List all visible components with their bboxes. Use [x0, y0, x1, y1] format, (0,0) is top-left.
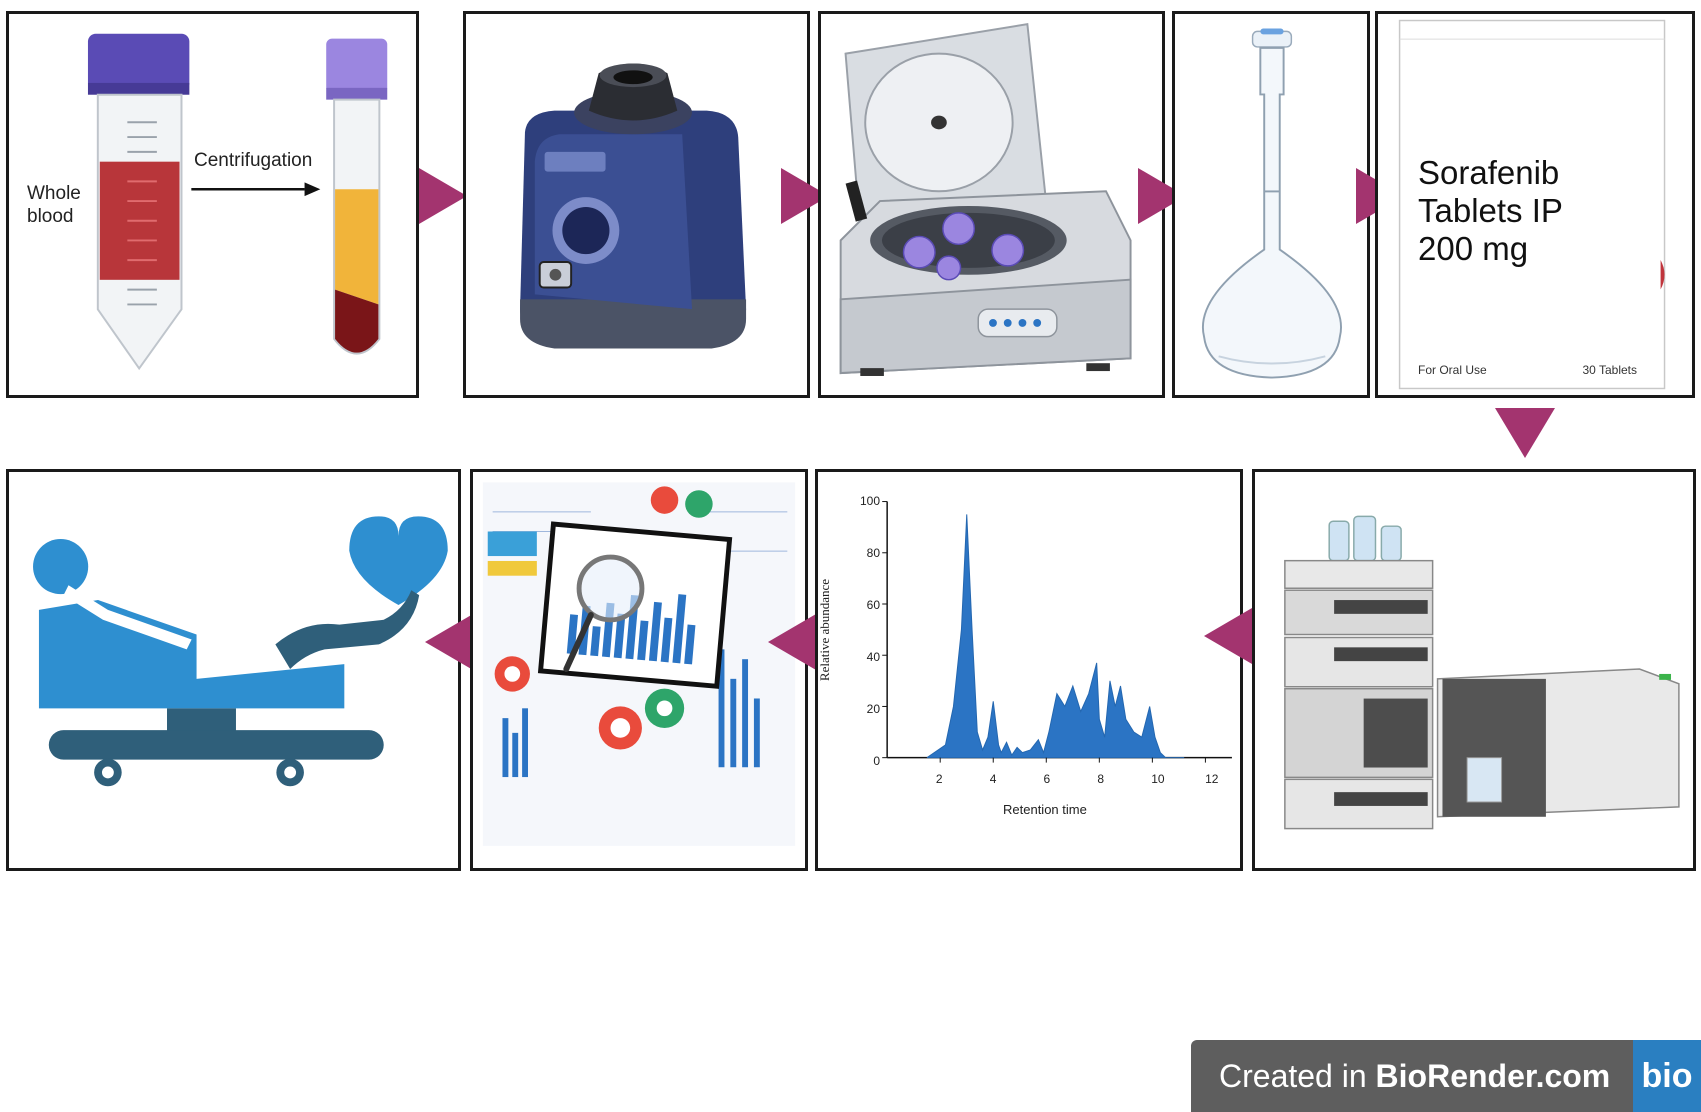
biorender-credit: Created in BioRender.com [1219, 1058, 1610, 1095]
centrifuge-icon [839, 23, 1132, 376]
panel-blood-centrifugation: Whole blood Centrifugation [6, 11, 419, 398]
y-tick-label: 0 [873, 754, 880, 768]
panel-patient-care [6, 469, 461, 871]
flow-arrow-5 [1495, 408, 1555, 458]
drug-title-line-1: Sorafenib [1418, 154, 1560, 191]
biorender-badge: Created in BioRender.com bio [1191, 1040, 1701, 1112]
flow-arrow-7 [768, 614, 816, 670]
box-foot-right: 30 Tablets [1582, 363, 1638, 377]
panel-lcms-instrument [1252, 469, 1696, 871]
flow-arrow-1 [419, 168, 467, 224]
x-axis-label: Retention time [1003, 802, 1087, 817]
tablet-box-icon [1398, 19, 1666, 390]
drug-title-line-2: Tablets IP [1418, 192, 1563, 229]
panel-chromatogram: Relative abundance Retention time 0 20 40 6… [815, 469, 1243, 871]
panel-volumetric-flask [1172, 11, 1370, 398]
drug-title-line-3: 200 mg [1418, 230, 1529, 267]
panel-vortex-mixer [463, 11, 810, 398]
x-tick-label: 4 [989, 772, 997, 786]
panel-data-analysis [470, 469, 808, 871]
x-tick-label: 10 [1151, 772, 1165, 786]
y-axis-label: Relative abundance [817, 578, 833, 682]
x-tick-label: 6 [1043, 772, 1051, 786]
whole-blood-label: Whole blood [27, 183, 81, 227]
y-tick-label: 40 [866, 650, 880, 664]
flow-arrow-6 [1204, 608, 1252, 664]
heart-icon [349, 516, 448, 605]
data-analysis-icon [482, 482, 796, 846]
x-tick-label: 12 [1205, 772, 1219, 786]
lcms-instrument-icon [1284, 515, 1680, 830]
patient-bed-icon [33, 516, 448, 787]
panel-centrifuge [818, 11, 1165, 398]
y-tick-label: 20 [866, 702, 880, 716]
biorender-logo-icon: bio [1633, 1040, 1701, 1112]
box-foot-left: For Oral Use [1418, 363, 1487, 377]
x-tick-label: 2 [935, 772, 943, 786]
credit-prefix: Created in [1219, 1058, 1376, 1094]
whole-blood-tube-icon [87, 33, 190, 371]
volumetric-flask-icon [1202, 28, 1342, 379]
centrifugation-label: Centrifugation [194, 150, 313, 171]
flow-arrow-8 [425, 614, 473, 670]
vortex-mixer-icon [520, 63, 747, 349]
plasma-tube-icon [326, 38, 388, 355]
peak-area [926, 514, 1185, 759]
x-tick-label: 8 [1097, 772, 1105, 786]
y-tick-label: 80 [866, 546, 880, 560]
chromatogram-chart [882, 501, 1232, 763]
blood-tubes-illustration [87, 33, 388, 371]
y-tick-label: 60 [866, 598, 880, 612]
credit-brand: BioRender.com [1375, 1058, 1611, 1094]
magnifier-icon [576, 554, 645, 623]
panel-sorafenib-box: Sorafenib Tablets IP 200 mg For Oral Use… [1375, 11, 1695, 398]
hand-icon [275, 590, 420, 670]
drug-name: Sorafenib Tablets IP 200 mg [1418, 154, 1563, 268]
y-tick-label: 100 [859, 494, 880, 508]
